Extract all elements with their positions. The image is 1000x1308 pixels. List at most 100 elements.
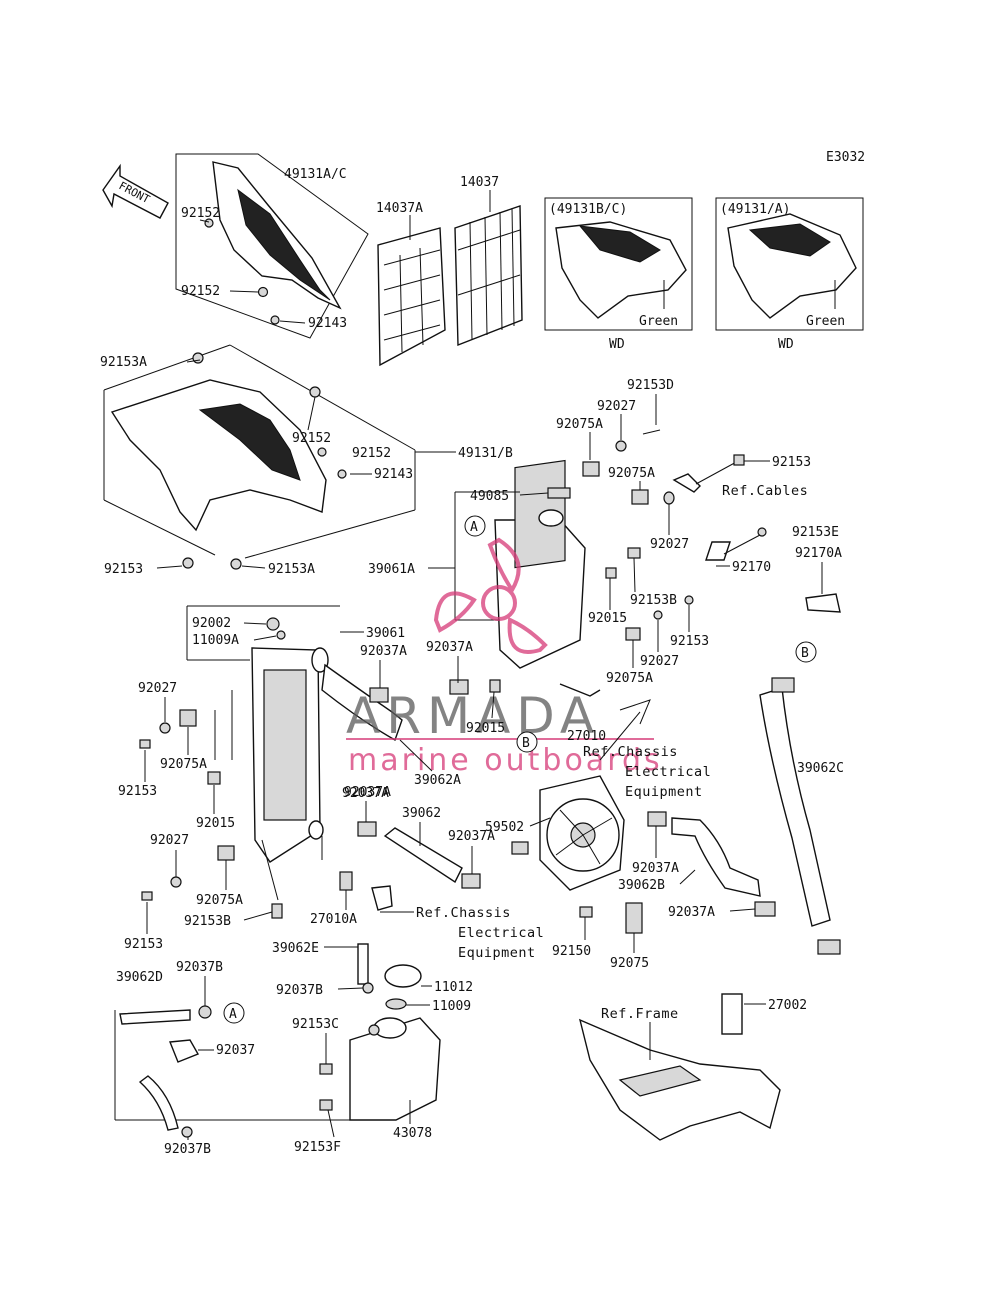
part-number: 92153A [100,355,147,370]
frame-ref [578,993,781,1141]
clip-icon [368,1024,380,1036]
sensor-27010a [321,836,393,911]
part-number: 39062C [797,761,844,776]
part-number: 92015 [466,721,505,736]
part-number: 43078 [393,1126,432,1141]
sensor-27002 [721,993,743,1035]
propeller-icon [433,537,548,654]
part-number: 92037 [216,1043,255,1058]
bolt-icon [319,1063,333,1075]
shroud-49131b-group [103,344,416,570]
pad-icon [625,902,643,934]
connector-icon [511,841,529,855]
part-number: 92153C [292,1017,339,1032]
drain-bolt-icon [266,617,280,631]
svg-text:B: B [522,736,530,751]
bolt-icon [271,903,283,919]
bolt-icon [141,891,153,901]
part-number: 92037B [276,983,323,998]
clip-icon [362,982,374,994]
part-number: 11009A [192,633,239,648]
svg-text:Green: Green [639,314,678,329]
part-number: 59502 [485,820,524,835]
part-number: 92075A [556,417,603,432]
radiator-39061 [139,605,340,919]
marker-b: B [516,731,538,753]
watermark-tagline: marine outboards [348,743,663,778]
part-number: 92037A [448,829,495,844]
hose-39062 [357,821,481,889]
hose-clamp-icon [754,901,776,917]
diagram-code: E3032 [826,150,865,165]
part-number: 92027 [640,654,679,669]
hose-clamp-icon [357,821,377,837]
marker-b: B [795,641,817,663]
part-number: 92002 [192,616,231,631]
svg-text:A: A [229,1007,237,1022]
damper-icon [179,709,197,727]
part-number: 92153D [627,378,674,393]
part-number: 92152 [352,446,391,461]
clamp-92037-icon [169,1039,200,1063]
ref-chassis-2-line2: Electrical [458,925,544,941]
watermark-logo: ARMADA marine outboards [346,537,663,778]
tab-icon [605,567,617,579]
hose-clamp-icon [647,811,667,827]
front-arrow-icon: FRONT [102,163,169,219]
cable-clip-icon [672,473,701,493]
marker-a: A [223,1002,245,1024]
part-number: 92075A [608,466,655,481]
part-number: 39061A [368,562,415,577]
bolt-icon [684,595,694,605]
part-number: 14037 [460,175,499,190]
washer-icon [170,876,182,888]
radiator-guard-14037a [377,227,446,367]
bracket-icon [547,487,571,499]
ref-chassis-2: Ref.Chassis [416,905,511,921]
part-number: 39062 [402,806,441,821]
part-number: 49131/B [458,446,513,461]
part-number: 92153 [670,634,709,649]
part-number: 92027 [150,833,189,848]
bolt-icon [319,1099,333,1111]
part-number: 92153 [104,562,143,577]
ref-chassis-1-line2: Electrical [625,764,711,780]
part-number: 27002 [768,998,807,1013]
part-number: 92015 [588,611,627,626]
part-number: 92037B [164,1142,211,1157]
variant-box-49131a: (49131/A) Green WD [715,197,864,352]
radiator-guard-14037 [454,205,523,347]
part-number: 92153 [118,784,157,799]
bolt-icon [733,454,745,466]
tab-icon [207,771,221,785]
damper-icon [625,627,641,641]
part-number: 39062A [414,773,461,788]
variant-box-49131bc: (49131B/C) Green WD [544,197,693,352]
washer-icon [159,722,171,734]
hose-39062a [321,663,469,742]
hose-39062b [647,811,776,917]
reserve-tank-43078 [319,943,441,1121]
part-number: 11012 [434,980,473,995]
cap-11012-icon [384,964,422,988]
clamp-icon [705,541,731,561]
watermark-brand: ARMADA [346,687,600,745]
washer-icon [663,491,675,505]
svg-text:WD: WD [778,337,794,352]
part-number: 92037A [344,785,391,800]
part-number: 27010A [310,912,357,927]
svg-text:B: B [801,646,809,661]
clamp-icon [371,885,393,911]
grommet-icon [204,218,214,228]
part-number: 92170 [732,560,771,575]
bolt-icon [192,352,204,364]
part-number: 92027 [650,537,689,552]
part-number: 92153E [792,525,839,540]
part-number: 92037A [668,905,715,920]
part-number: 27010 [567,729,606,744]
clip-icon [181,1126,193,1138]
hose-39062e [357,943,369,985]
part-number: 92153B [184,914,231,929]
part-number: 92075A [196,893,243,908]
part-number: 92170A [795,546,842,561]
